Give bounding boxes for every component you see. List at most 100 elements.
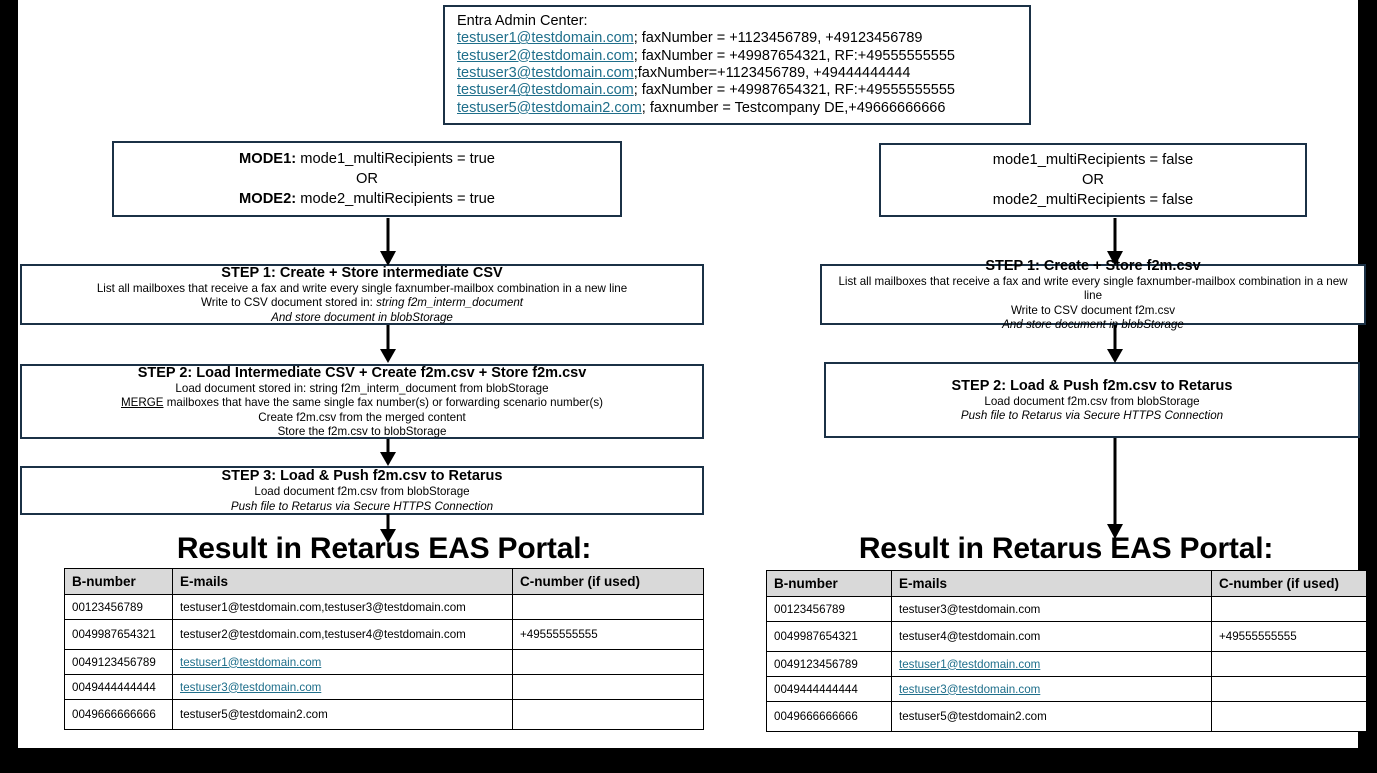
right-step-2-sub-1: Load document f2m.csv from blobStorage: [984, 394, 1200, 408]
entra-rest-5: ; faxnumber = Testcompany DE,+4966666666…: [641, 99, 946, 116]
left-step-2-sub-3: Create f2m.csv from the merged content: [258, 410, 466, 424]
slide-white-area: Entra Admin Center: testuser1@testdomain…: [18, 0, 1367, 748]
entra-rest-4: ; faxNumber = +49987654321, RF:+49555555…: [633, 82, 955, 99]
cell-b-number: 0049123456789: [64, 649, 173, 675]
cell-email-link[interactable]: testuser3@testdomain.com: [180, 680, 322, 694]
entra-admin-center-box: Entra Admin Center: testuser1@testdomain…: [443, 5, 1031, 125]
cell-c-number: [512, 594, 704, 620]
entra-line-1: testuser1@testdomain.com; faxNumber = +1…: [457, 30, 1017, 47]
cell-b-number: 0049444444444: [766, 676, 892, 702]
mode-left-or: OR: [355, 171, 379, 187]
table-left-col-b-number: B-number: [64, 568, 173, 595]
entra-mail-link-2[interactable]: testuser2@testdomain.com: [457, 47, 634, 64]
cell-b-number: 0049987654321: [64, 619, 173, 650]
table-row: 0049123456789 testuser1@testdomain.com: [64, 649, 704, 675]
mode-left-line-2: MODE2: mode2_multiRecipients = true: [114, 189, 620, 209]
cell-emails: testuser2@testdomain.com,testuser4@testd…: [172, 619, 513, 650]
result-title-right: Result in Retarus EAS Portal:: [858, 532, 1274, 565]
cell-emails: testuser3@testdomain.com: [891, 676, 1212, 702]
table-right-col-emails: E-mails: [891, 570, 1212, 597]
cell-emails: testuser1@testdomain.com: [172, 649, 513, 675]
table-row: 0049987654321 testuser4@testdomain.com +…: [766, 621, 1367, 652]
left-step-2-merge-keyword: MERGE: [121, 396, 164, 410]
table-row: 0049444444444 testuser3@testdomain.com: [64, 674, 704, 700]
mode-condition-box-right: mode1_multiRecipients = false OR mode2_m…: [879, 143, 1307, 217]
entra-line-4: testuser4@testdomain.com; faxNumber = +4…: [457, 82, 1017, 99]
cell-emails: testuser5@testdomain2.com: [172, 699, 513, 730]
table-right-col-c-number: C-number (if used): [1211, 570, 1367, 597]
mode-right-line-1: mode1_multiRecipients = false: [992, 152, 1194, 168]
mode-condition-box-left: MODE1: mode1_multiRecipients = true OR M…: [112, 141, 622, 217]
right-step-2-title: STEP 2: Load & Push f2m.csv to Retarus: [951, 377, 1233, 394]
left-step-1-title: STEP 1: Create + Store intermediate CSV: [221, 265, 503, 282]
left-step-2-sub-2-rest: mailboxes that have the same single fax …: [163, 396, 603, 410]
cell-email-link[interactable]: testuser1@testdomain.com: [180, 655, 322, 669]
left-step-3-title: STEP 3: Load & Push f2m.csv to Retarus: [221, 468, 503, 485]
cell-emails: testuser4@testdomain.com: [891, 621, 1212, 652]
mode-left-line-1: MODE1: mode1_multiRecipients = true: [114, 149, 620, 169]
cell-c-number: [1211, 676, 1367, 702]
mode-right-or: OR: [1081, 172, 1105, 188]
cell-c-number: [1211, 701, 1367, 732]
left-step-3-sub-2: Push file to Retarus via Secure HTTPS Co…: [230, 499, 494, 513]
arrow-right-step2-to-result: [1107, 438, 1123, 539]
table-row: 00123456789 testuser1@testdomain.com,tes…: [64, 594, 704, 620]
entra-rest-1: ; faxNumber = +1123456789, +49123456789: [633, 30, 923, 47]
table-row: 0049444444444 testuser3@testdomain.com: [766, 676, 1367, 702]
arrow-left-step1-to-step2: [380, 325, 396, 363]
table-row: 00123456789 testuser3@testdomain.com: [766, 596, 1367, 622]
mode1-label: MODE1:: [239, 151, 297, 167]
arrow-right-mode-to-step1: [1107, 218, 1123, 266]
cell-email-link[interactable]: testuser3@testdomain.com: [899, 682, 1041, 696]
entra-rest-2: ; faxNumber = +49987654321, RF:+49555555…: [633, 47, 955, 64]
right-step-2-box: STEP 2: Load & Push f2m.csv to Retarus L…: [824, 362, 1360, 438]
table-left-header-row: B-number E-mails C-number (if used): [64, 568, 704, 595]
cell-b-number: 0049666666666: [64, 699, 173, 730]
arrow-left-step2-to-step3: [380, 439, 396, 466]
table-right-col-b-number: B-number: [766, 570, 892, 597]
arrow-right-step1-to-step2: [1107, 325, 1123, 363]
entra-mail-link-5[interactable]: testuser5@testdomain2.com: [457, 99, 642, 116]
left-step-1-sub-1: List all mailboxes that receive a fax an…: [96, 282, 628, 296]
left-step-1-sub-3: And store document in blobStorage: [271, 310, 453, 324]
cell-b-number: 0049123456789: [766, 651, 892, 677]
arrow-left-step3-to-result: [380, 514, 396, 543]
left-step-1-sub-2-var: string f2m_interm_document: [376, 296, 523, 310]
cell-emails: testuser1@testdomain.com: [891, 651, 1212, 677]
cell-emails: testuser3@testdomain.com: [172, 674, 513, 700]
cell-c-number: +49555555555: [1211, 621, 1367, 652]
entra-heading: Entra Admin Center:: [457, 12, 588, 29]
cell-b-number: 00123456789: [64, 594, 173, 620]
arrow-left-mode-to-step1: [380, 218, 396, 266]
cell-c-number: [512, 649, 704, 675]
cell-emails: testuser1@testdomain.com,testuser3@testd…: [172, 594, 513, 620]
right-step-1-box: STEP 1: Create + Store f2m.csv List all …: [820, 258, 1366, 331]
left-step-1-sub-2-plain: Write to CSV document stored in:: [201, 296, 377, 310]
table-right-header-row: B-number E-mails C-number (if used): [766, 570, 1367, 597]
cell-email-link[interactable]: testuser1@testdomain.com: [899, 657, 1041, 671]
entra-mail-link-1[interactable]: testuser1@testdomain.com: [457, 30, 634, 47]
table-row: 0049666666666 testuser5@testdomain2.com: [766, 701, 1367, 732]
table-row: 0049123456789 testuser1@testdomain.com: [766, 651, 1367, 677]
right-step-1-sub-2: Write to CSV document f2m.csv: [1010, 303, 1176, 317]
entra-line-3: testuser3@testdomain.com;faxNumber=+1123…: [457, 65, 1017, 82]
mode2-condition: mode2_multiRecipients = true: [296, 191, 495, 207]
entra-rest-3: ;faxNumber=+1123456789, +49444444444: [633, 65, 911, 81]
entra-mail-link-3[interactable]: testuser3@testdomain.com: [457, 65, 634, 81]
left-step-2-sub-1: Load document stored in: string f2m_inte…: [175, 382, 549, 396]
result-title-left: Result in Retarus EAS Portal:: [176, 532, 592, 565]
cell-c-number: [512, 674, 704, 700]
result-table-right: B-number E-mails C-number (if used) 0012…: [766, 570, 1367, 732]
right-step-1-sub-3: And store document in blobStorage: [1002, 317, 1184, 331]
left-step-3-sub-1: Load document f2m.csv from blobStorage: [254, 485, 470, 499]
entra-line-5: testuser5@testdomain2.com; faxnumber = T…: [457, 100, 1017, 117]
cell-emails: testuser5@testdomain2.com: [891, 701, 1212, 732]
right-step-2-sub-2: Push file to Retarus via Secure HTTPS Co…: [960, 409, 1224, 422]
left-step-1-sub-2: Write to CSV document stored in: string …: [28, 296, 696, 310]
mode-right-line-2: mode2_multiRecipients = false: [992, 192, 1194, 208]
entra-mail-link-4[interactable]: testuser4@testdomain.com: [457, 82, 634, 99]
cell-c-number: +49555555555: [512, 619, 704, 650]
cell-c-number: [1211, 651, 1367, 677]
right-step-1-sub-1: List all mailboxes that receive a fax an…: [838, 275, 1348, 303]
